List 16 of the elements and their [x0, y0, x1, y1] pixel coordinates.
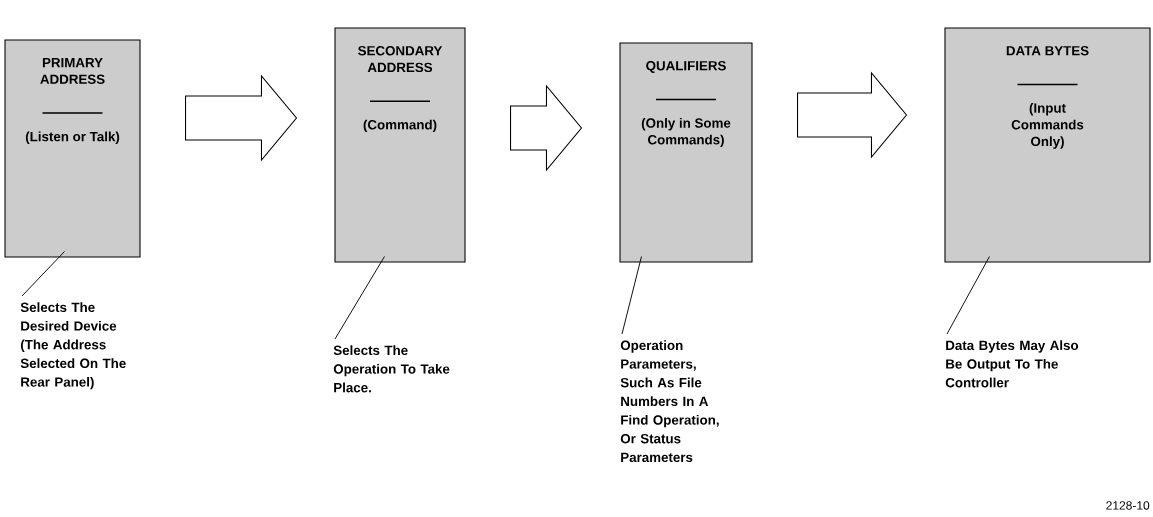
- process-box: PRIMARY ADDRESS (Listen or Talk): [4, 39, 141, 258]
- leader-line: [621, 256, 642, 335]
- block-arrow: [510, 84, 583, 172]
- description-text: Selects The Desired Device (The Address Selected On The Rear Panel): [20, 302, 126, 390]
- block-arrow: [797, 71, 908, 159]
- process-box: QUALIFIERS (Only in Some Commands): [619, 42, 753, 263]
- description-text: Data Bytes May Also Be Output To The Controller: [945, 340, 1079, 388]
- figure-number: 2128-10: [1106, 501, 1150, 510]
- process-box: DATA BYTES (Input Commands Only): [944, 27, 1151, 263]
- description-text: Operation Parameters, Such As File Numbers In A Find Operation, Or Status Parameters: [620, 340, 719, 463]
- leader-line: [946, 256, 990, 335]
- leader-line: [334, 256, 385, 340]
- description-text: Selects The Operation To Take Place.: [333, 345, 450, 393]
- process-box: SECONDARY ADDRESS (Command): [334, 27, 466, 263]
- block-arrow: [185, 74, 298, 162]
- leader-line: [21, 251, 65, 297]
